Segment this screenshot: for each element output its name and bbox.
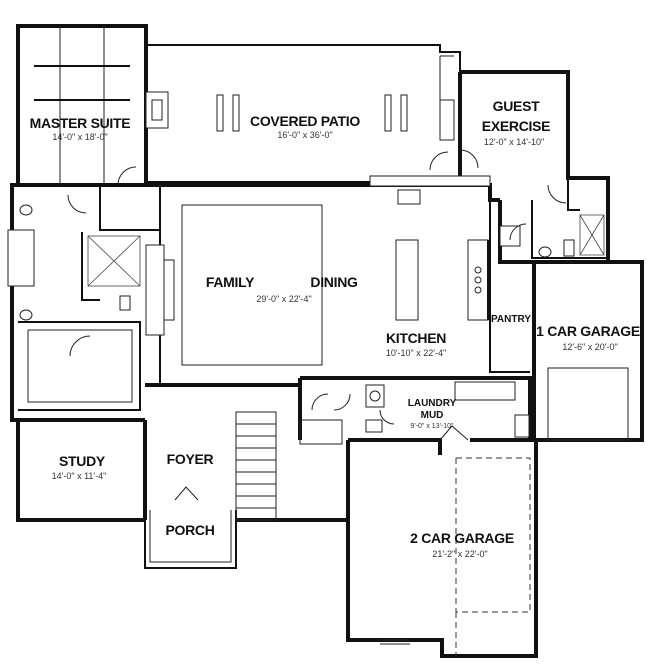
master-suite-dims: 14'-0" x 18'-0" (52, 132, 107, 142)
guest-exercise-name-line1: GUEST (493, 98, 540, 114)
patio-details (216, 55, 455, 141)
laundry-dims: 9'-0" x 13'-10" (410, 423, 454, 430)
covered-patio-dims: 16'-0" x 36'-0" (277, 130, 332, 140)
porch-name: PORCH (165, 522, 214, 538)
guest-bath-fixtures (499, 214, 605, 258)
study-name: STUDY (59, 453, 106, 469)
garage-1-name: 1 CAR GARAGE (536, 323, 640, 339)
foyer-name: FOYER (167, 451, 214, 467)
room-labels: MASTER SUITE 14'-0" x 18'-0" COVERED PAT… (30, 98, 640, 559)
door-swings (67, 149, 567, 501)
family-area-details (145, 175, 491, 366)
laundry-name-line2: MUD (421, 410, 444, 421)
dining-name: DINING (310, 274, 358, 290)
pantry-name: PANTRY (491, 314, 531, 325)
family-dims: 29'-0" x 22'-4" (256, 294, 311, 304)
master-bath-fixtures (7, 204, 141, 321)
kitchen-name: KITCHEN (386, 330, 446, 346)
powder-laundry-fixtures (365, 381, 530, 438)
master-suite-windows (34, 26, 169, 185)
garage-1-dims: 12'-6" x 20'-0" (562, 342, 617, 352)
family-name: FAMILY (206, 274, 255, 290)
exterior-walls (10, 24, 644, 658)
master-suite-name: MASTER SUITE (30, 115, 131, 131)
stairs (235, 411, 343, 521)
guest-exercise-dims: 12'-0" x 14'-10" (484, 137, 544, 147)
garage-2-name: 2 CAR GARAGE (410, 530, 514, 546)
kitchen-dims: 10'-10" x 22'-4" (386, 348, 446, 358)
garage-2-dims: 21'-2" x 22'-0" (432, 549, 487, 559)
covered-patio-name: COVERED PATIO (250, 113, 360, 129)
study-dims: 14'-0" x 11'-4" (52, 471, 107, 481)
kitchen-fixtures (395, 239, 489, 321)
guest-exercise-name-line2: EXERCISE (482, 118, 550, 134)
garage-doors (380, 367, 629, 656)
laundry-name-line1: LAUNDRY (408, 398, 457, 409)
